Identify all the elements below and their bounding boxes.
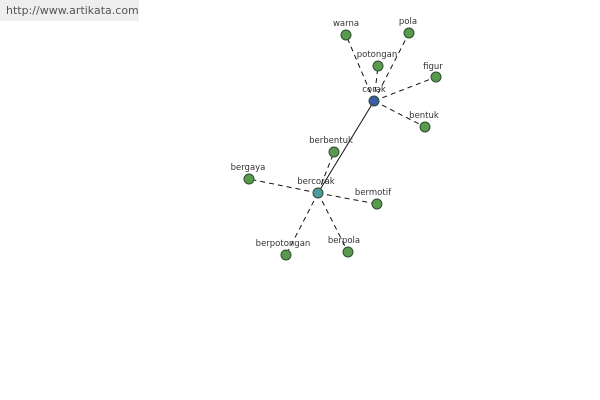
node-figur[interactable]: figur — [423, 62, 443, 83]
node-label-figur: figur — [423, 62, 443, 72]
node-circle-corak[interactable] — [368, 95, 380, 107]
node-circle-bermotif[interactable] — [371, 198, 383, 210]
edge-corak-bentuk — [373, 100, 426, 128]
node-berpola[interactable]: berpola — [328, 236, 360, 258]
node-corak[interactable]: corak — [362, 85, 386, 107]
node-circle-warna[interactable] — [340, 29, 352, 41]
node-label-berbentuk: berbentuk — [309, 136, 353, 146]
edge-corak-pola — [373, 32, 410, 102]
node-label-bercorak: bercorak — [297, 177, 335, 187]
node-berpotongan[interactable]: berpotongan — [256, 239, 311, 261]
watermark-url: http://www.artikata.com — [0, 0, 139, 21]
node-label-potongan: potongan — [357, 50, 398, 60]
node-circle-berbentuk[interactable] — [328, 146, 340, 158]
node-warna[interactable]: warna — [333, 19, 359, 41]
node-circle-berpotongan[interactable] — [280, 249, 292, 261]
node-circle-berpola[interactable] — [342, 246, 354, 258]
edge-bercorak-berpola — [317, 192, 349, 253]
node-circle-bergaya[interactable] — [243, 173, 255, 185]
edge-corak-bercorak — [317, 100, 375, 194]
edge-bercorak-berpotongan — [285, 192, 319, 256]
node-label-bentuk: bentuk — [409, 111, 439, 121]
node-bermotif[interactable]: bermotif — [355, 188, 392, 210]
edge-bercorak-berbentuk — [317, 151, 335, 194]
node-circle-bentuk[interactable] — [419, 121, 431, 133]
node-label-bergaya: bergaya — [231, 163, 266, 173]
node-circle-bercorak[interactable] — [312, 187, 324, 199]
node-bercorak[interactable]: bercorak — [297, 177, 335, 199]
edges-layer — [248, 32, 437, 256]
node-label-corak: corak — [362, 85, 386, 95]
node-berbentuk[interactable]: berbentuk — [309, 136, 353, 158]
node-label-bermotif: bermotif — [355, 188, 392, 198]
node-circle-potongan[interactable] — [372, 60, 384, 72]
node-bergaya[interactable]: bergaya — [231, 163, 266, 185]
edge-corak-figur — [373, 76, 437, 102]
node-circle-figur[interactable] — [430, 71, 442, 83]
node-pola[interactable]: pola — [399, 17, 417, 39]
edge-bercorak-bermotif — [317, 192, 378, 205]
nodes-layer: corak bercorak warna pola potongan figur bentu… — [231, 17, 443, 261]
node-circle-pola[interactable] — [403, 27, 415, 39]
node-label-berpola: berpola — [328, 236, 360, 246]
node-potongan[interactable]: potongan — [357, 50, 398, 72]
edge-corak-potongan — [373, 65, 379, 102]
node-bentuk[interactable]: bentuk — [409, 111, 439, 133]
edge-corak-warna — [345, 34, 375, 102]
edge-bercorak-bergaya — [248, 178, 319, 194]
node-label-berpotongan: berpotongan — [256, 239, 311, 249]
node-label-pola: pola — [399, 17, 417, 27]
node-label-warna: warna — [333, 19, 359, 29]
